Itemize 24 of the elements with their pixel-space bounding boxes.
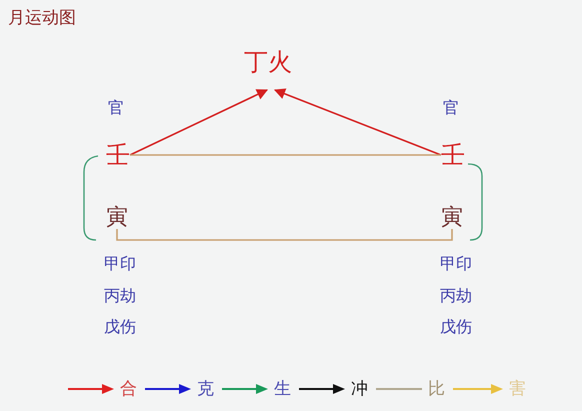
stem-text: 壬 (441, 143, 465, 167)
hidden-stem-label: 官 (443, 100, 459, 116)
hidden-stem-label: 丙劫 (104, 288, 136, 304)
legend-text: 比 (428, 378, 445, 400)
stem-text: 壬 (106, 143, 130, 167)
stem-text: 寅 (441, 207, 463, 229)
legend-text: 克 (197, 378, 214, 400)
legend-text: 害 (509, 378, 526, 400)
connector-line (116, 229, 453, 241)
stem-text: 丁火 (244, 50, 292, 74)
hidden-stem-label: 甲印 (440, 256, 472, 272)
hidden-stem-label: 戊伤 (440, 319, 472, 335)
legend-text: 合 (120, 378, 137, 400)
diagram-title: 月运动图 (8, 7, 76, 29)
arrow (130, 89, 268, 156)
legend-text: 冲 (351, 378, 368, 400)
arrow (274, 88, 442, 156)
hidden-stem-label: 丙劫 (440, 288, 472, 304)
hidden-stem-label: 官 (108, 100, 124, 116)
hidden-stem-label: 戊伤 (104, 319, 136, 335)
hidden-stem-label: 甲印 (104, 256, 136, 272)
connector-line (130, 154, 441, 156)
stem-text: 寅 (106, 207, 128, 229)
legend-text: 生 (274, 378, 291, 400)
